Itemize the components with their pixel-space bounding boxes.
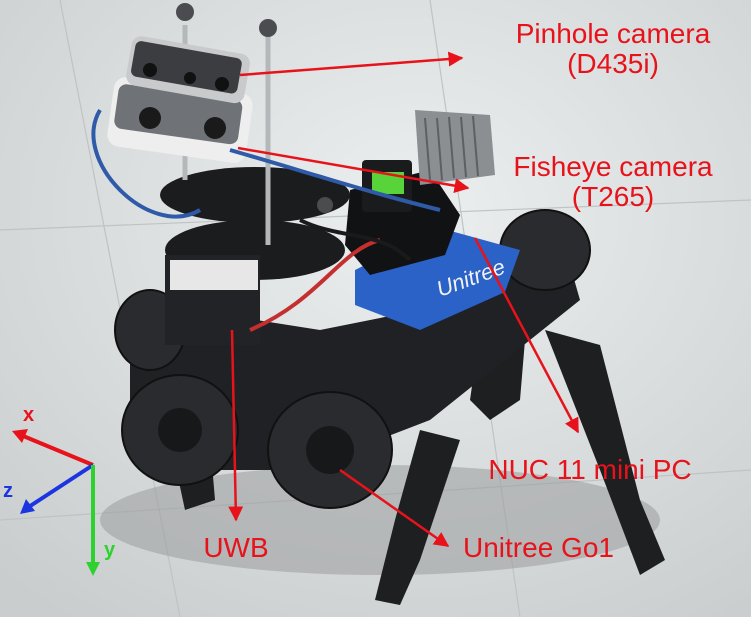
axis-y-label: y — [104, 539, 116, 561]
axis-x-line — [15, 431, 94, 467]
robot-body — [130, 230, 580, 470]
arrow-nuc — [473, 237, 580, 434]
label-fisheye-line1: Fisheye camera — [513, 151, 713, 182]
robot-shadow — [100, 465, 660, 575]
label-nuc: NUC 11 mini PC — [488, 454, 692, 485]
label-pinhole-line1: Pinhole camera — [515, 18, 711, 49]
axis-z-line — [22, 463, 95, 512]
heatsink-fins — [424, 115, 479, 181]
coordinate-arrowheads — [12, 429, 100, 576]
label-fisheye-camera: Fisheye camera (T265) — [478, 152, 748, 212]
label-uwb: UWB — [203, 532, 269, 563]
arrow-uwb — [228, 329, 244, 522]
mocap-markers — [176, 3, 333, 213]
uwb-module-label — [170, 260, 258, 290]
fisheye-lenses — [139, 107, 226, 139]
callout-arrows — [228, 51, 580, 548]
arrow-go1 — [339, 468, 450, 548]
motor-hub-centers — [158, 408, 354, 474]
coordinate-frame — [15, 431, 95, 568]
power-meter-screen — [372, 172, 404, 194]
pinhole-lenses — [143, 63, 229, 91]
label-pinhole-line2: (D435i) — [567, 48, 659, 79]
pinhole-camera-face — [131, 41, 242, 94]
label-pinhole-camera: Pinhole camera (D435i) — [478, 19, 748, 79]
label-fisheye-line2: (T265) — [571, 181, 655, 212]
arrow-fisheye — [237, 146, 470, 194]
arrow-pinhole — [239, 51, 464, 77]
axis-x-label: x — [23, 404, 35, 426]
cables — [91, 108, 441, 332]
axis-z-label: z — [3, 480, 13, 502]
label-unitree-go1: Unitree Go1 — [463, 532, 614, 563]
